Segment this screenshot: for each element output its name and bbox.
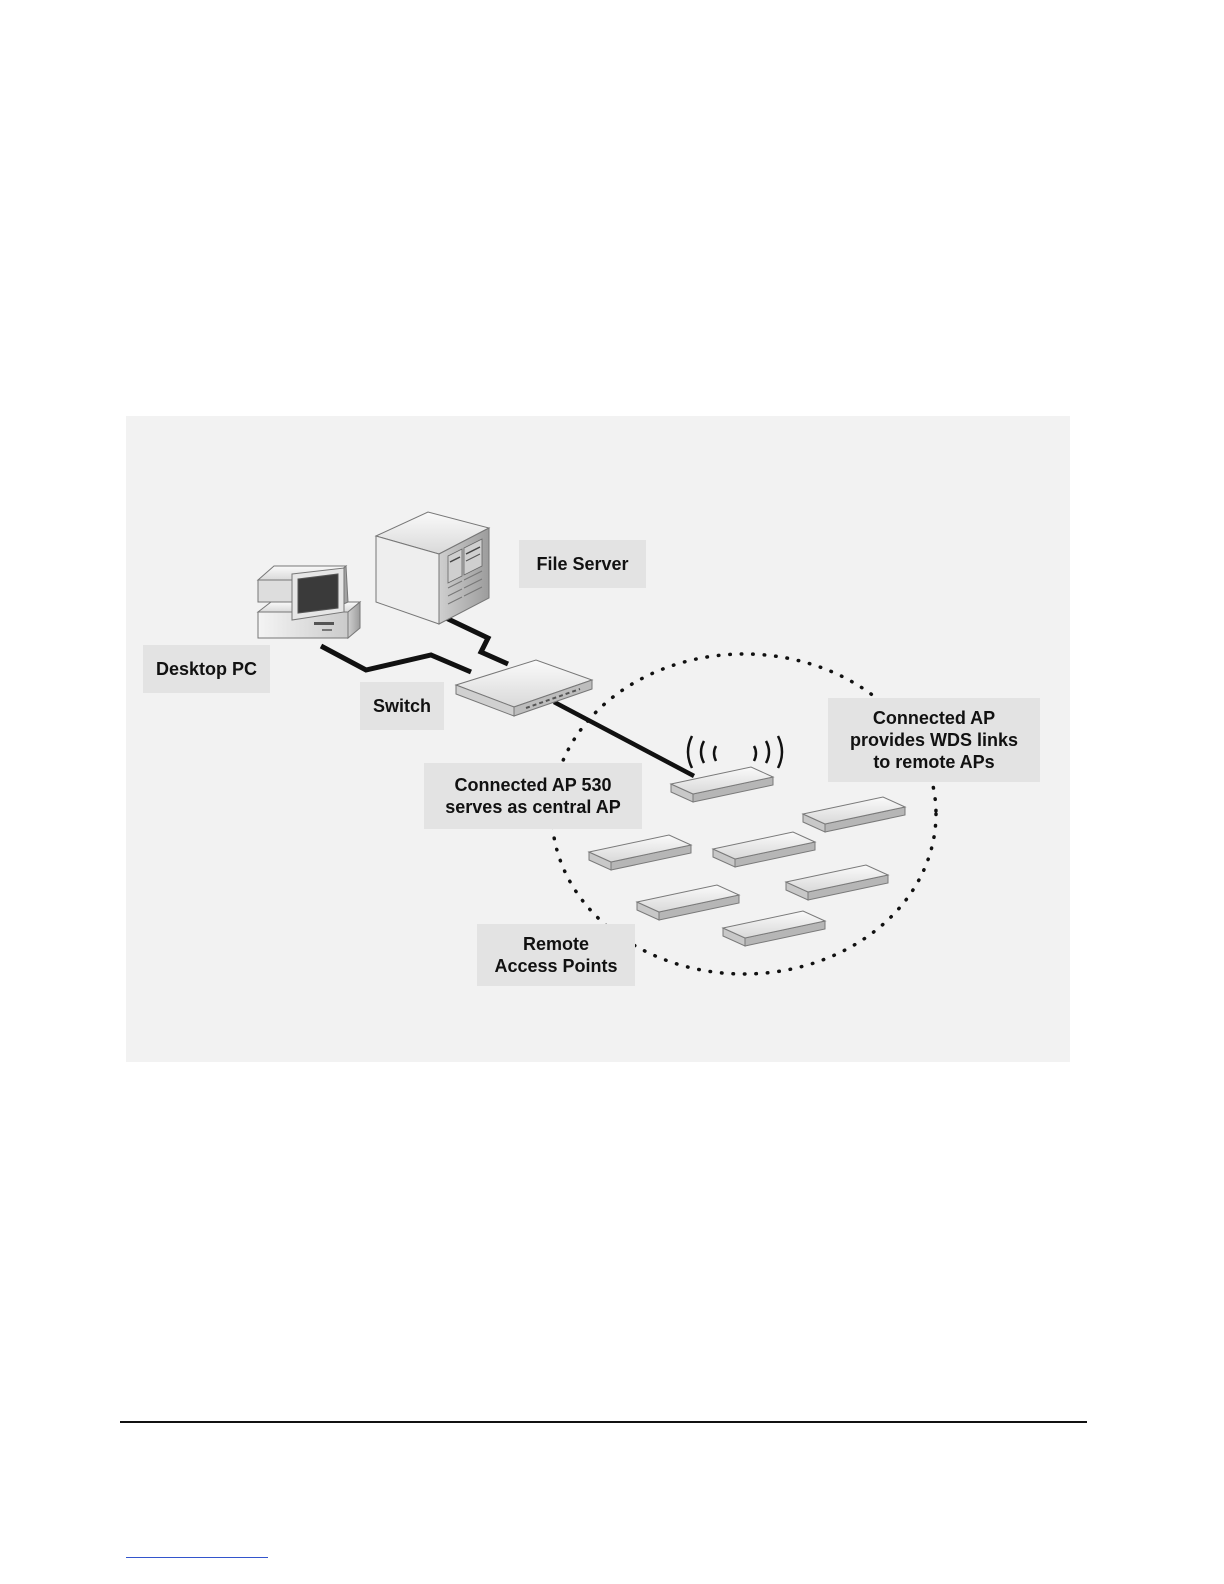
network-diagram: File Server Desktop PC Switch Connected …	[126, 416, 1070, 1062]
desktop-pc-label: Desktop PC	[143, 645, 270, 693]
central-ap-label-line-2: serves as central AP	[445, 796, 620, 818]
remote-aps-label: Remote Access Points	[477, 924, 635, 986]
remote-access-point-icon	[786, 865, 888, 900]
connected-ap-label-line-1: Connected AP	[873, 707, 995, 729]
remote-access-point-icon	[713, 832, 815, 867]
footer-rule	[120, 1421, 1087, 1423]
connected-ap-label-line-3: to remote APs	[873, 751, 994, 773]
desktop-pc-icon	[258, 566, 360, 638]
switch-icon	[456, 660, 592, 716]
connected-ap-label: Connected AP provides WDS links to remot…	[828, 698, 1040, 782]
file-server-icon	[376, 512, 489, 624]
remote-access-point-icon	[723, 911, 825, 946]
wireless-signal-icon	[688, 736, 782, 768]
cable-pc-to-switch	[321, 646, 471, 672]
desktop-pc-label-line: Desktop PC	[156, 658, 257, 680]
switch-label-line: Switch	[373, 695, 431, 717]
connected-ap-label-line-2: provides WDS links	[850, 729, 1018, 751]
footer-link-underline	[126, 1557, 268, 1558]
switch-label: Switch	[360, 682, 444, 730]
remote-access-point-icon	[637, 885, 739, 920]
cable-server-to-switch	[446, 618, 508, 664]
remote-aps-label-line-2: Access Points	[494, 955, 617, 977]
remote-access-point-icon	[803, 797, 905, 832]
central-ap-label: Connected AP 530 serves as central AP	[424, 763, 642, 829]
remote-aps-label-line-1: Remote	[523, 933, 589, 955]
file-server-label-line: File Server	[536, 553, 628, 575]
file-server-label: File Server	[519, 540, 646, 588]
central-ap-label-line-1: Connected AP 530	[454, 774, 611, 796]
remote-access-point-icon	[589, 835, 691, 870]
